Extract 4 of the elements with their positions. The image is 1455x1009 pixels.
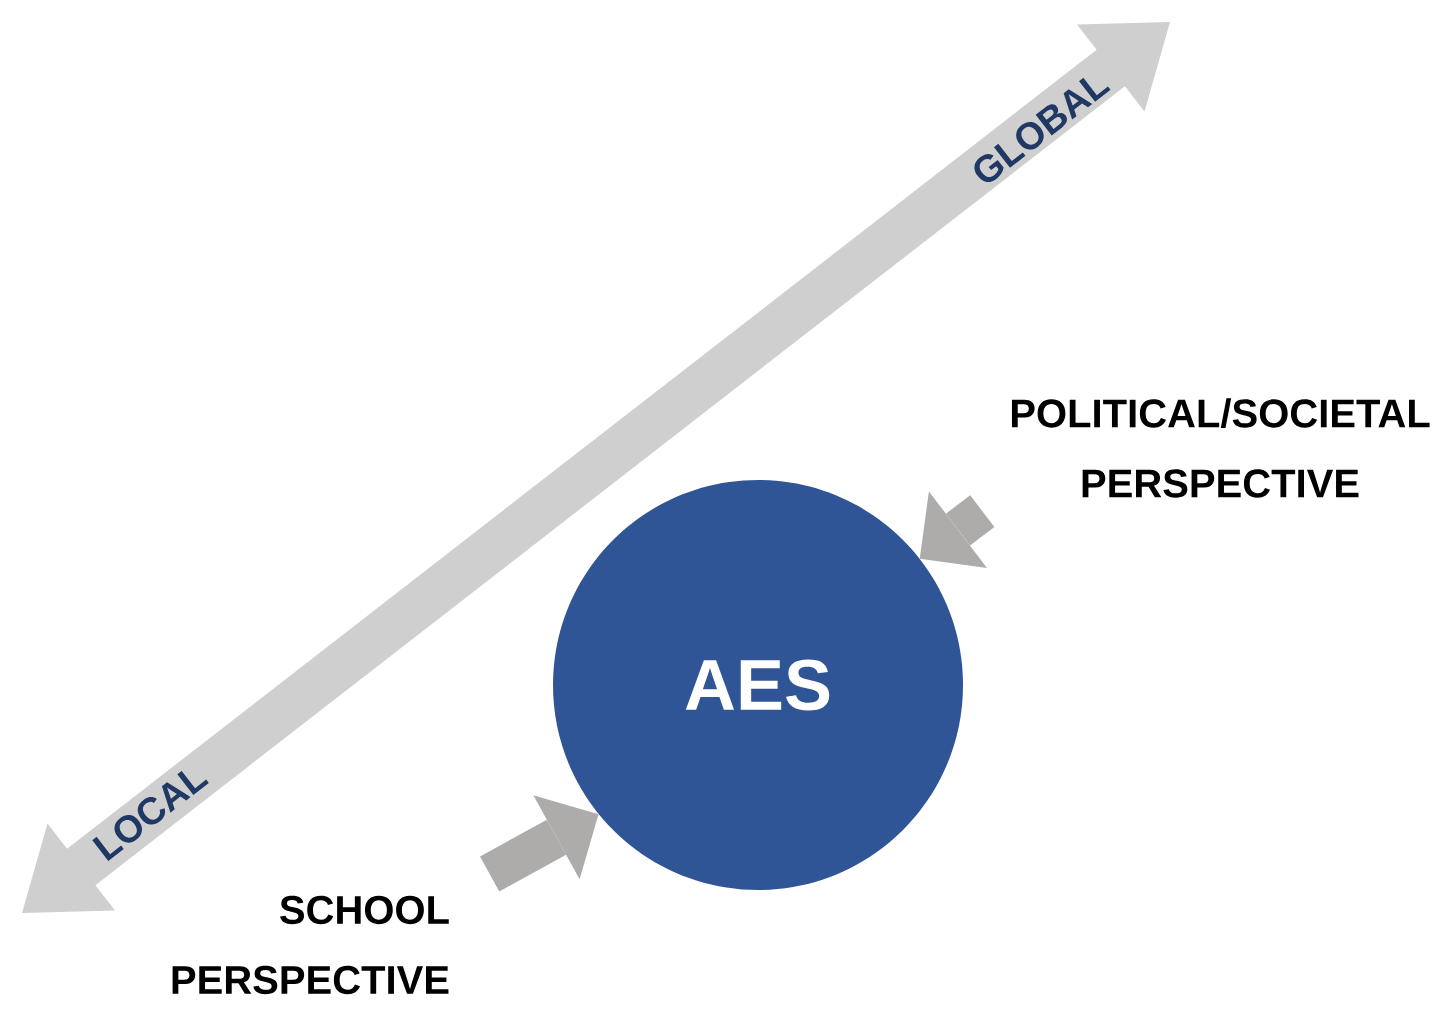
- block-arrow: [919, 491, 995, 568]
- block-arrow: [480, 795, 599, 892]
- perspective-label: SCHOOL PERSPECTIVE: [172, 895, 449, 995]
- perspective-label: POLITICAL/SOCIETAL PERSPECTIVE: [1011, 398, 1430, 498]
